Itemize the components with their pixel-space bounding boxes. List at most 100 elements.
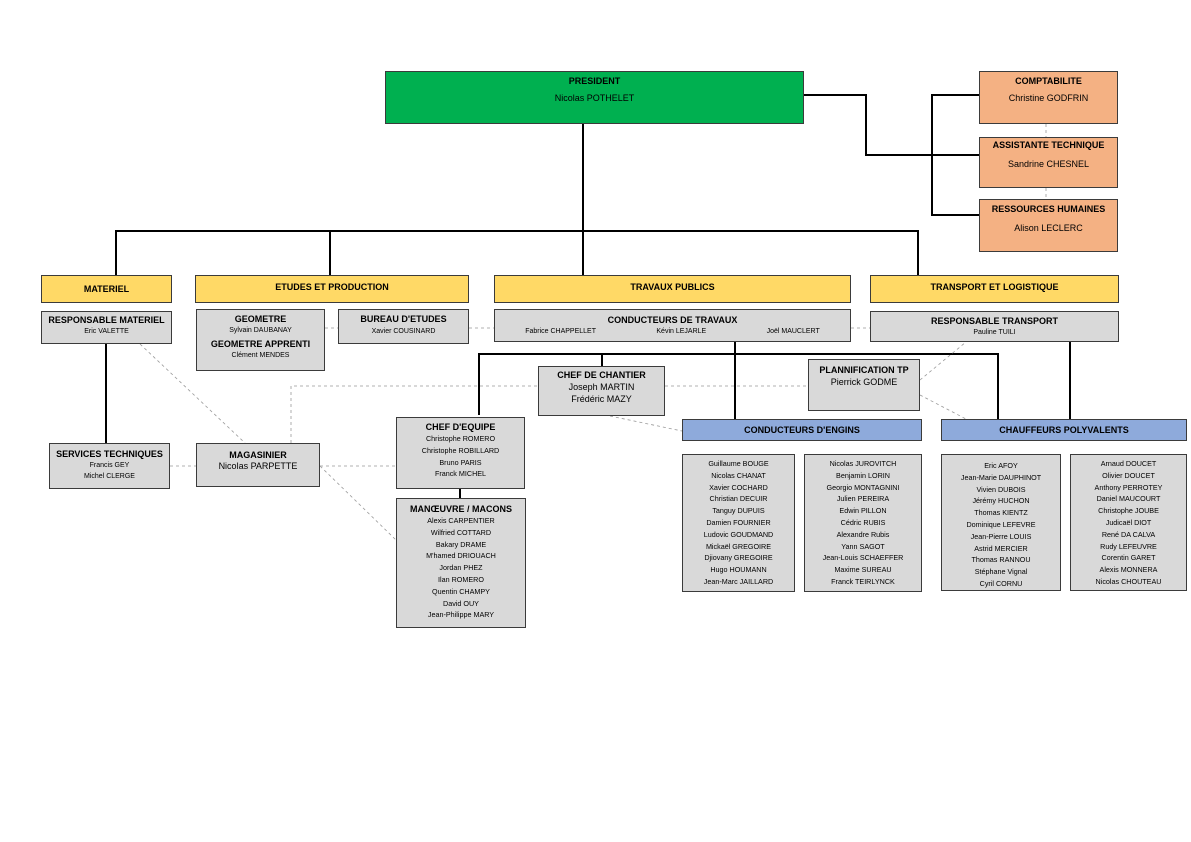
person-name: Thomas RANNOU	[971, 555, 1031, 565]
person-name: Alexis MONNERA	[1099, 565, 1158, 575]
person-name: Alexis CARPENTIER	[427, 516, 495, 525]
person-name: Quentin CHAMPY	[432, 586, 490, 596]
person-name: Rudy LEFEUVRE	[1100, 541, 1157, 551]
president-title: PRESIDENT	[568, 76, 621, 86]
person-name: Christophe ROMERO	[425, 434, 496, 443]
conducteurs-travaux-names: Fabrice CHAPPELLET Kévin LEJARLE Joël MA…	[495, 326, 850, 337]
person-name: René DA CALVA	[1101, 529, 1156, 539]
assistante-name: Sandrine CHESNEL	[1007, 159, 1090, 169]
planification-box: PLANNIFICATION TP Pierrick GODME	[808, 359, 920, 411]
person-name: Vivien DUBOIS	[976, 484, 1026, 494]
chauffeurs-list-1: Eric AFOY Jean-Marie DAUPHINOT Vivien DUBO…	[941, 454, 1061, 591]
person-name: Cédric RUBIS	[840, 517, 886, 527]
person-name: Julien PEREIRA	[836, 494, 890, 504]
president-box: PRESIDENT Nicolas POTHELET	[385, 71, 804, 124]
person-name: Franck MICHEL	[434, 469, 487, 479]
conducteurs-travaux-title: CONDUCTEURS DE TRAVAUX	[607, 315, 738, 325]
chef-chantier-name: Frédéric MAZY	[571, 394, 632, 404]
person-name: Mickaël GREGOIRE	[705, 541, 772, 551]
geometre-box: GEOMETRE Sylvain DAUBANAY GEOMETRE APPRE…	[196, 309, 325, 371]
dept-travaux: TRAVAUX PUBLICS	[494, 275, 851, 303]
person-name: Stéphane Vignal	[974, 567, 1028, 577]
person-name: Olivier DOUCET	[1102, 470, 1155, 480]
manoeuvre-list: Alexis CARPENTIER Wilfried COTTARD Bakary …	[397, 515, 525, 621]
resp-materiel-name: Eric VALETTE	[84, 328, 129, 335]
person-name: Eric AFOY	[984, 461, 1018, 470]
person-name: Jordan PHEZ	[439, 563, 483, 573]
dept-etudes: ETUDES ET PRODUCTION	[195, 275, 469, 303]
services-techniques-title: SERVICES TECHNIQUES	[56, 449, 163, 459]
bureau-etudes-box: BUREAU D'ETUDES Xavier COUSINARD	[338, 309, 469, 344]
manoeuvre-title: MANŒUVRE / MACONS	[409, 504, 512, 514]
person-name: Nicolas JUROVITCH	[829, 459, 897, 468]
person-name: Jean-Marie DAUPHINOT	[960, 472, 1042, 482]
person-name: Dominique LEFEVRE	[966, 519, 1036, 529]
person-name: Cyril CORNU	[979, 578, 1023, 588]
rh-name: Alison LECLERC	[1014, 223, 1083, 233]
person-name: M'hamed DRIOUACH	[426, 551, 496, 561]
magasinier-box: MAGASINIER Nicolas PARPETTE	[196, 443, 320, 487]
person-name: Christophe JOUBE	[1098, 506, 1159, 516]
conducteurs-engins-header: CONDUCTEURS D'ENGINS	[682, 419, 922, 441]
conducteur-travaux-name: Fabrice CHAPPELLET	[525, 328, 596, 335]
services-techniques-name: Francis GEY	[89, 462, 130, 469]
person-name: Yann SAGOT	[841, 541, 885, 551]
comptabilite-box: COMPTABILITE Christine GODFRIN	[979, 71, 1118, 124]
services-techniques-box: SERVICES TECHNIQUES Francis GEY Michel C…	[49, 443, 170, 489]
person-name: Jean-Marc JAILLARD	[703, 576, 774, 586]
person-name: Alexandre Rubis	[836, 529, 890, 539]
conducteurs-travaux-box: CONDUCTEURS DE TRAVAUX Fabrice CHAPPELLE…	[494, 309, 851, 342]
comptabilite-name: Christine GODFRIN	[1008, 93, 1089, 103]
chef-chantier-name: Joseph MARTIN	[568, 382, 635, 392]
person-name: Christian DECUIR	[709, 494, 768, 504]
person-name: Jean-Louis SCHAEFFER	[822, 553, 904, 563]
bureau-etudes-name: Xavier COUSINARD	[371, 328, 436, 335]
person-name: Hugo HOUMANN	[710, 565, 767, 575]
resp-materiel-box: RESPONSABLE MATERIEL Eric VALETTE	[41, 311, 172, 344]
person-name: Judicaël DIOT	[1105, 517, 1152, 527]
assistante-title: ASSISTANTE TECHNIQUE	[992, 140, 1105, 150]
person-name: Jean-Pierre LOUIS	[970, 531, 1032, 541]
conducteurs-engins-list-1: Guillaume BOUGE Nicolas CHANAT Xavier COCH…	[682, 454, 795, 592]
geometre-apprenti-name: Clément MENDES	[231, 352, 290, 359]
person-name: Ludovic GOUDMAND	[703, 529, 774, 539]
person-name: Ilan ROMERO	[438, 574, 484, 584]
person-name: Xavier COCHARD	[709, 482, 768, 492]
chef-equipe-box: CHEF D'EQUIPE Christophe ROMERO Christoph…	[396, 417, 525, 489]
comptabilite-title: COMPTABILITE	[1015, 76, 1082, 86]
magasinier-title: MAGASINIER	[229, 450, 287, 460]
person-name: Jean-Philippe MARY	[427, 610, 495, 620]
conducteur-travaux-name: Kévin LEJARLE	[656, 328, 707, 335]
manoeuvre-box: MANŒUVRE / MACONS Alexis CARPENTIER Wilfr…	[396, 498, 526, 628]
president-name: Nicolas POTHELET	[554, 93, 635, 103]
person-name: Wilfried COTTARD	[430, 527, 492, 537]
resp-transport-name: Pauline TUILI	[973, 329, 1016, 336]
person-name: Benjamin LORIN	[836, 470, 890, 480]
dept-materiel: MATERIEL	[41, 275, 172, 303]
resp-materiel-title: RESPONSABLE MATERIEL	[48, 315, 165, 325]
geometre-apprenti-title: GEOMETRE APPRENTI	[210, 339, 311, 349]
person-name: Christophe ROBILLARD	[421, 445, 500, 455]
chauffeurs-header: CHAUFFEURS POLYVALENTS	[941, 419, 1187, 441]
person-name: Nicolas CHANAT	[711, 470, 766, 480]
person-name: Bakary DRAME	[435, 539, 487, 549]
person-name: Guillaume BOUGE	[708, 459, 769, 468]
person-name: Arnaud DOUCET	[1100, 459, 1157, 468]
person-name: Anthony PERROTEY	[1094, 482, 1163, 492]
chef-chantier-title: CHEF DE CHANTIER	[557, 370, 646, 380]
assistante-box: ASSISTANTE TECHNIQUE Sandrine CHESNEL	[979, 137, 1118, 188]
person-name: Corentin GARET	[1101, 553, 1156, 563]
person-name: Nicolas CHOUTEAU	[1095, 576, 1162, 586]
chauffeurs-list-2: Arnaud DOUCET Olivier DOUCET Anthony PERRO…	[1070, 454, 1187, 591]
planification-name: Pierrick GODME	[830, 377, 898, 387]
person-name: Franck TEIRLYNCK	[831, 576, 895, 586]
person-name: David OUY	[443, 598, 479, 608]
chef-equipe-title: CHEF D'EQUIPE	[425, 422, 496, 432]
geometre-name: Sylvain DAUBANAY	[229, 327, 292, 334]
resp-transport-box: RESPONSABLE TRANSPORT Pauline TUILI	[870, 311, 1119, 342]
resp-transport-title: RESPONSABLE TRANSPORT	[930, 316, 1058, 326]
chef-chantier-box: CHEF DE CHANTIER Joseph MARTIN Frédéric …	[538, 366, 665, 416]
